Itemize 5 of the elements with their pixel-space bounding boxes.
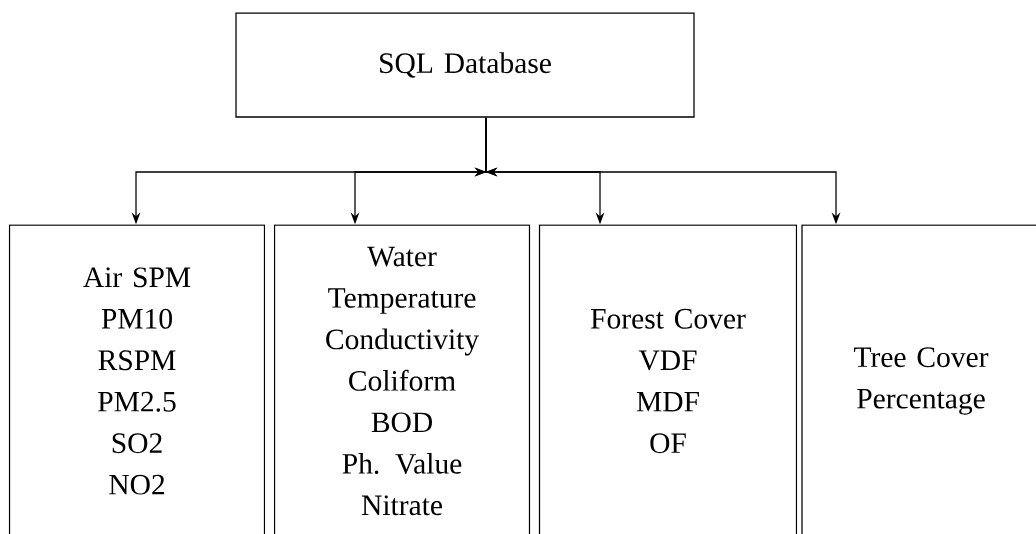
category-box: Air SPM PM10 RSPM PM2.5 SO2 NO2: [8, 224, 266, 534]
category-box: Forest Cover VDF MDF OF: [538, 224, 798, 534]
category-box: Water Temperature Conductivity Coliform BOD Ph. Value Nitrate: [273, 224, 531, 534]
category-box: Tree Cover Percentage: [801, 224, 1036, 534]
database-box: SQL Database: [235, 12, 695, 118]
